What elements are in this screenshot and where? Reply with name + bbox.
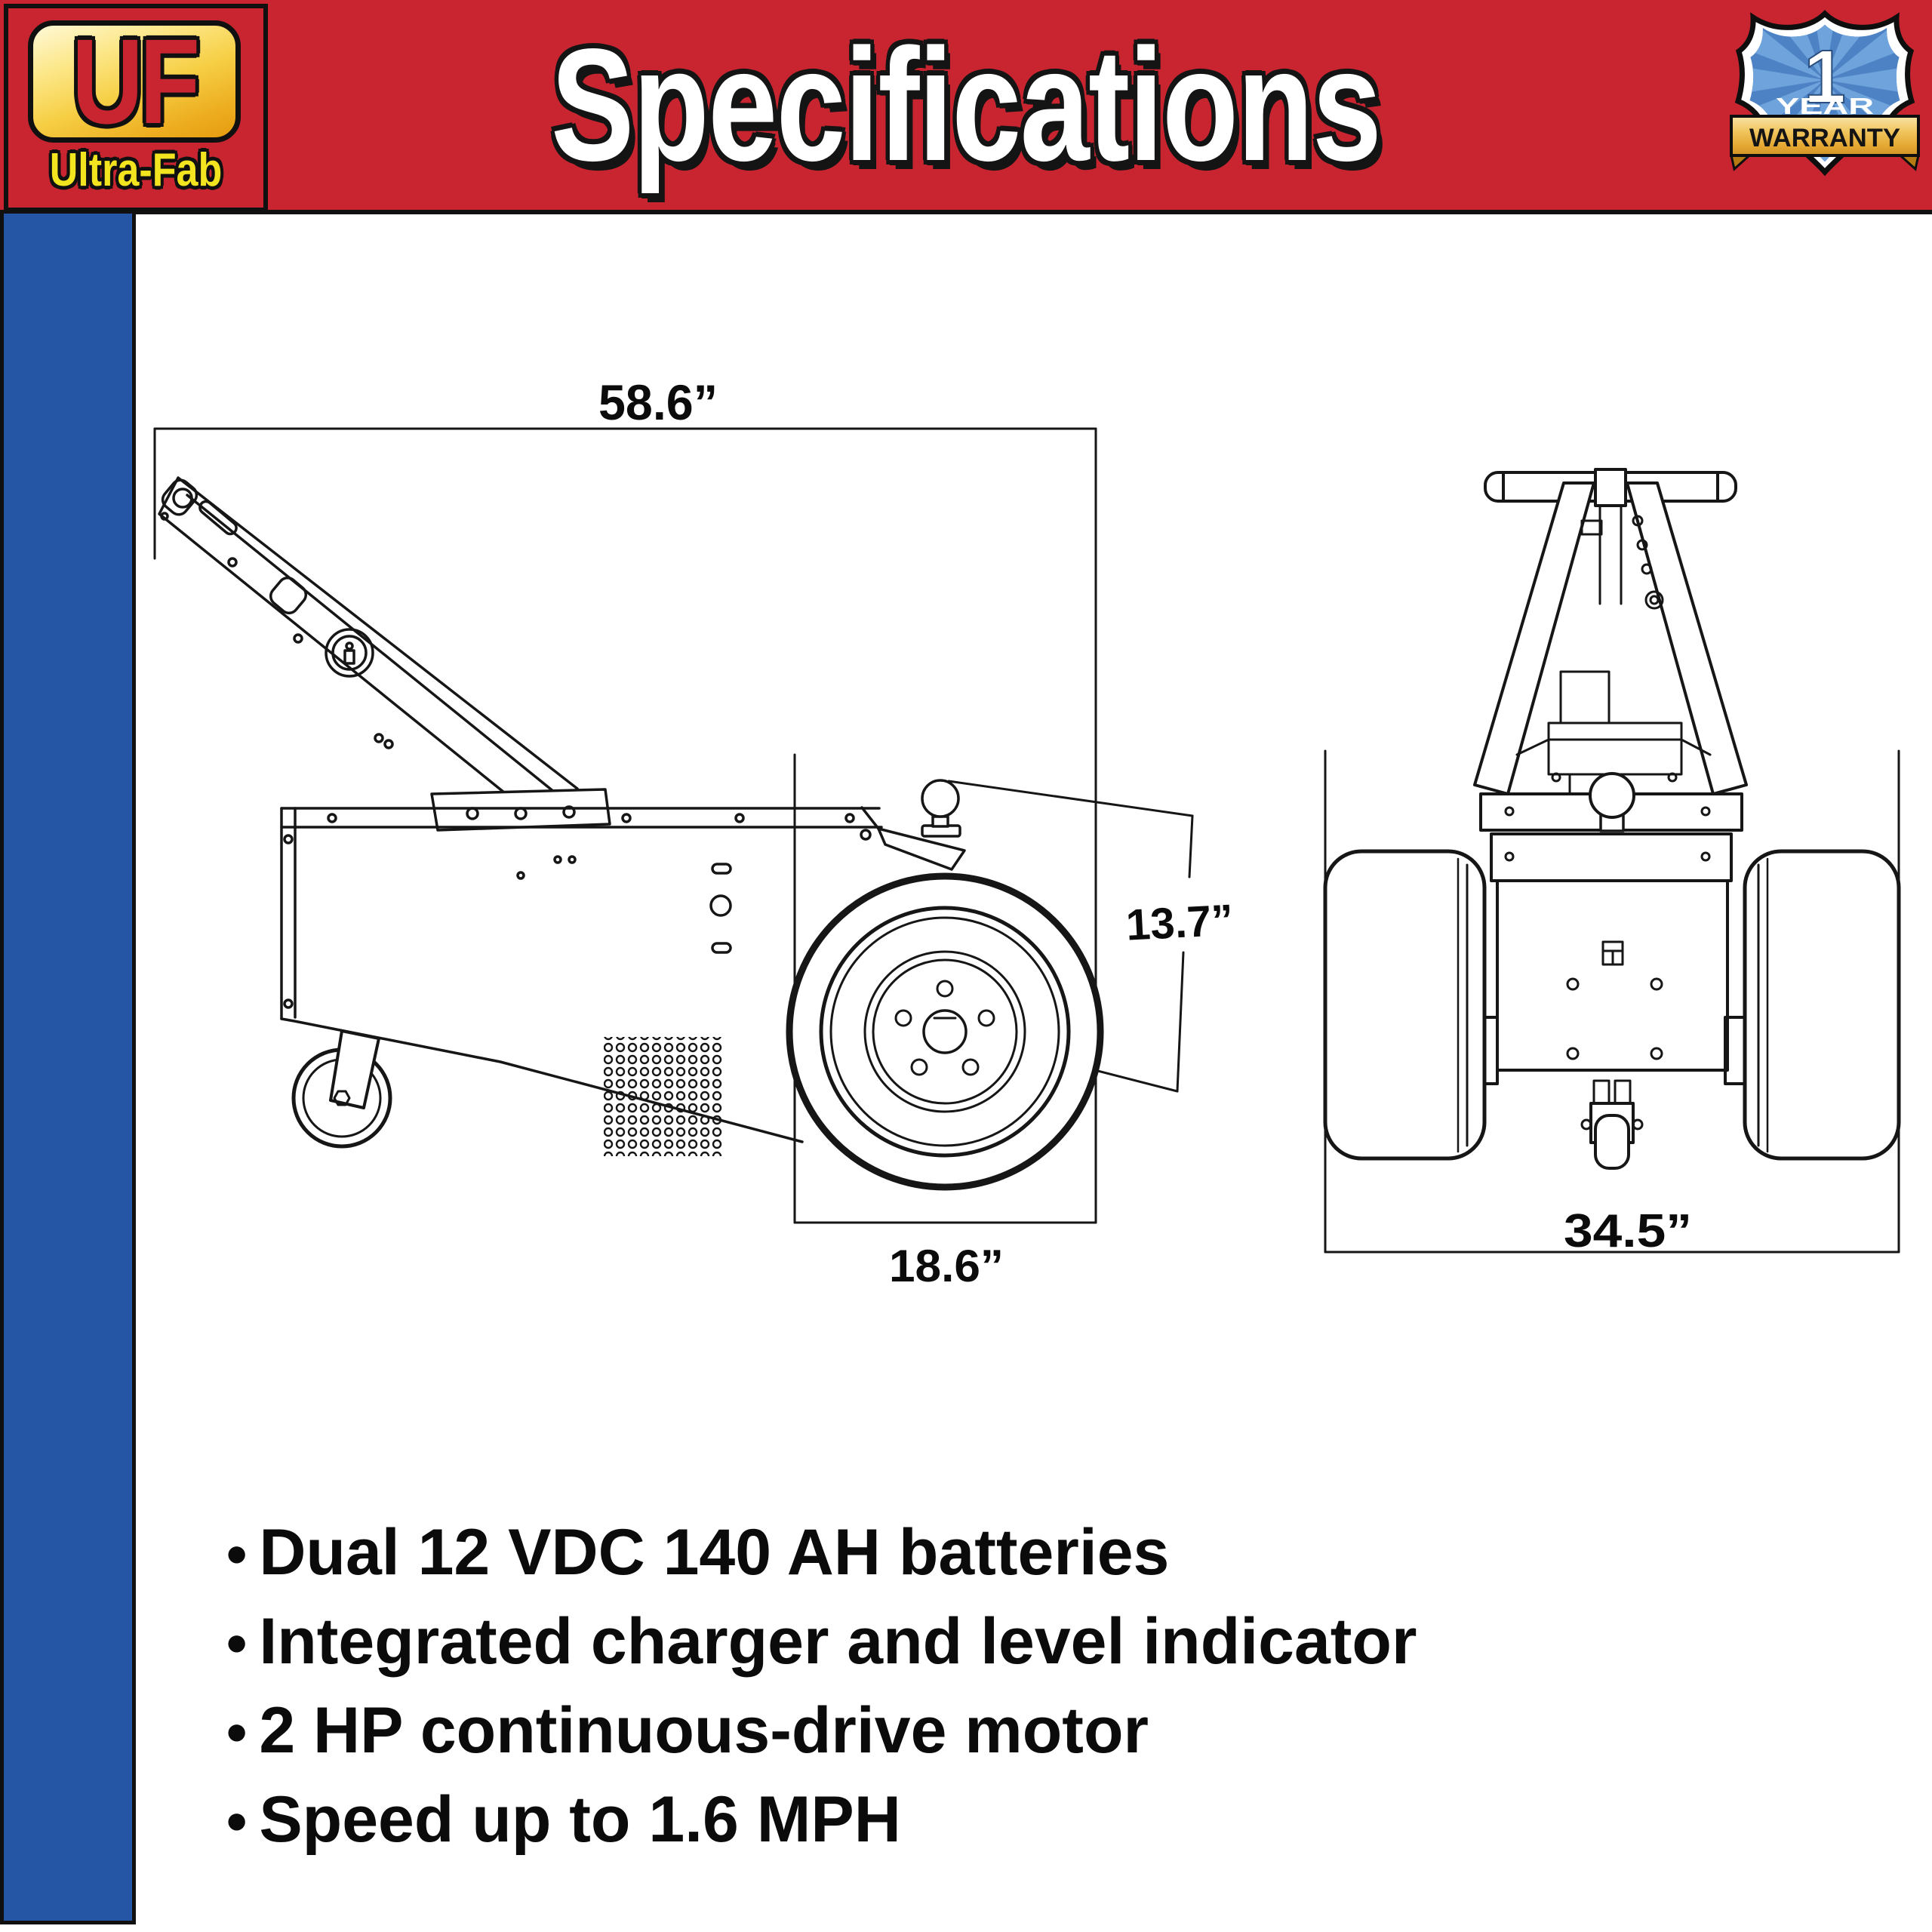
front-handle-frame xyxy=(1473,468,1748,795)
ultra-fab-logo: UF Ultra-Fab xyxy=(4,4,268,212)
feature-list: • Dual 12 VDC 140 AH batteries • Integra… xyxy=(226,1515,1902,1872)
side-dimension-lines xyxy=(153,427,1194,1224)
side-body xyxy=(280,807,883,1156)
front-view-drawing: 34.5” xyxy=(1323,468,1901,1257)
front-left-wheel xyxy=(1323,849,1487,1161)
side-caster-wheel xyxy=(291,1029,392,1149)
left-accent-stripe xyxy=(0,210,136,1924)
front-caster xyxy=(1580,1079,1644,1170)
dimension-overall-length: 58.6” xyxy=(598,377,718,430)
page-title: Specifications xyxy=(551,15,1382,194)
feature-text: Integrated charger and level indicator xyxy=(259,1605,1417,1678)
feature-text: Speed up to 1.6 MPH xyxy=(259,1783,901,1856)
feature-text: Dual 12 VDC 140 AH batteries xyxy=(259,1516,1170,1589)
side-hitch-ball xyxy=(860,779,966,871)
dimension-hitch-height: 13.7” xyxy=(1124,895,1234,949)
logo-initials: UF xyxy=(72,14,200,149)
front-hitch-ball xyxy=(1589,772,1635,819)
bullet-icon: • xyxy=(226,1610,248,1676)
bullet-icon: • xyxy=(226,1699,248,1765)
badge-ribbon xyxy=(1730,115,1920,171)
front-body-box xyxy=(1476,879,1746,1085)
logo-gold-plate: UF xyxy=(28,20,241,143)
warranty-badge-icon: 1 YEAR WARRANTY xyxy=(1730,6,1920,178)
bullet-icon: • xyxy=(226,1521,248,1587)
side-view-drawing: 58.6” 13.7” 18.6” xyxy=(153,377,1235,1291)
feature-text: 2 HP continuous-drive motor xyxy=(259,1694,1149,1767)
vent-grid xyxy=(604,1037,723,1156)
dimension-overall-width: 34.5” xyxy=(1564,1205,1692,1257)
logo-brand-name: Ultra-Fab xyxy=(49,144,223,196)
badge-warranty-label: WARRANTY xyxy=(1749,124,1900,152)
front-cross-rails xyxy=(1479,772,1743,882)
badge-number: 1 xyxy=(1804,35,1846,119)
dimension-wheel-diameter: 18.6” xyxy=(889,1241,1004,1291)
side-main-wheel xyxy=(786,872,1104,1191)
feature-item: • Integrated charger and level indicator xyxy=(226,1604,1902,1694)
side-tongue-beam xyxy=(158,476,611,832)
feature-item: • Speed up to 1.6 MPH xyxy=(226,1783,1902,1872)
header-banner: Specifications xyxy=(0,0,1932,214)
bullet-icon: • xyxy=(226,1788,248,1854)
feature-item: • 2 HP continuous-drive motor xyxy=(226,1694,1902,1783)
front-right-wheel xyxy=(1743,849,1901,1161)
feature-item: • Dual 12 VDC 140 AH batteries xyxy=(226,1515,1902,1604)
